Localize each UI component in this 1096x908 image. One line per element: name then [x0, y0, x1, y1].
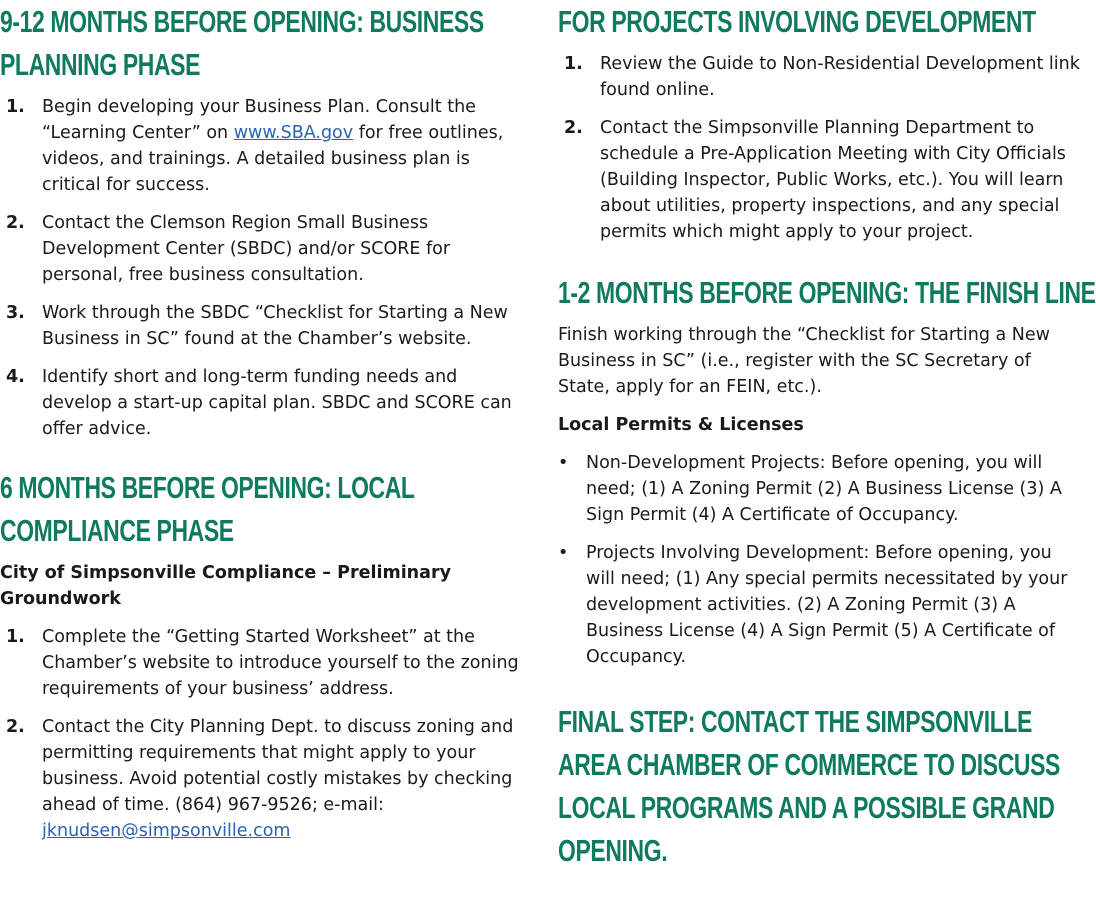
- bullet-icon: •: [558, 543, 569, 563]
- right-column: For Projects Involving Development 1. Re…: [558, 0, 1096, 872]
- list-item: • Non-Development Projects: Before openi…: [558, 450, 1080, 528]
- step-text: Begin developing your Business Plan. Con…: [42, 97, 476, 143]
- development-steps: 1. Review the Guide to Non-Residential D…: [558, 51, 1080, 245]
- list-item: 2. Contact the City Planning Dept. to di…: [0, 714, 524, 844]
- list-item: • Projects Involving Development: Before…: [558, 540, 1080, 670]
- step-number: 2.: [6, 213, 25, 233]
- list-item: 1. Begin developing your Business Plan. …: [0, 94, 524, 198]
- business-planning-steps: 1. Begin developing your Business Plan. …: [0, 94, 524, 442]
- sba-link[interactable]: www.SBA.gov: [233, 123, 354, 143]
- step-text: Contact the Simpsonville Planning Depart…: [600, 118, 1066, 242]
- bullet-text: Non-Development Projects: Before opening…: [586, 453, 1062, 525]
- step-number: 1.: [564, 54, 583, 74]
- step-number: 1.: [6, 97, 25, 117]
- finish-line-paragraph: Finish working through the “Checklist fo…: [558, 325, 1050, 397]
- permit-bullets: • Non-Development Projects: Before openi…: [558, 450, 1080, 670]
- step-text: Work through the SBDC “Checklist for Sta…: [42, 303, 508, 349]
- step-text: Contact the Clemson Region Small Busines…: [42, 213, 451, 285]
- local-compliance-steps: 1. Complete the “Getting Started Workshe…: [0, 624, 524, 844]
- list-item: 1. Complete the “Getting Started Workshe…: [0, 624, 524, 702]
- step-text: Identify short and long-term funding nee…: [42, 367, 512, 439]
- list-item: 2. Contact the Clemson Region Small Busi…: [0, 210, 524, 288]
- subheading-local-permits: Local Permits & Licenses: [558, 415, 804, 435]
- section-heading-development: For Projects Involving Development: [558, 4, 1036, 39]
- bullet-icon: •: [558, 453, 569, 473]
- step-number: 4.: [6, 367, 25, 387]
- section-heading-local-compliance: 6 Months Before Opening: Local Complianc…: [0, 470, 415, 548]
- step-number: 2.: [6, 717, 25, 737]
- step-number: 1.: [6, 627, 25, 647]
- list-item: 2. Contact the Simpsonville Planning Dep…: [558, 115, 1080, 245]
- section-heading-business-planning: 9-12 Months Before Opening: Business Pla…: [0, 4, 484, 82]
- final-step-heading: Final Step: Contact the Simpsonville Are…: [558, 704, 1060, 868]
- section-heading-finish-line: 1-2 Months Before Opening: The Finish Li…: [558, 275, 1096, 310]
- step-number: 2.: [564, 118, 583, 138]
- list-item: 1. Review the Guide to Non-Residential D…: [558, 51, 1080, 103]
- step-number: 3.: [6, 303, 25, 323]
- step-text: Review the Guide to Non-Residential Deve…: [600, 54, 1080, 100]
- subheading-simpsonville-compliance: City of Simpsonville Compliance – Prelim…: [0, 563, 451, 609]
- step-text: for free outlines, videos, and trainings…: [42, 123, 504, 195]
- list-item: 4. Identify short and long-term funding …: [0, 364, 524, 442]
- left-column: 9-12 Months Before Opening: Business Pla…: [0, 0, 524, 856]
- email-link[interactable]: jknudsen@simpsonville.com: [42, 821, 291, 841]
- list-item: 3. Work through the SBDC “Checklist for …: [0, 300, 524, 352]
- bullet-text: Projects Involving Development: Before o…: [586, 543, 1068, 667]
- step-text: Contact the City Planning Dept. to discu…: [42, 717, 514, 815]
- step-text: Complete the “Getting Started Worksheet”…: [42, 627, 519, 699]
